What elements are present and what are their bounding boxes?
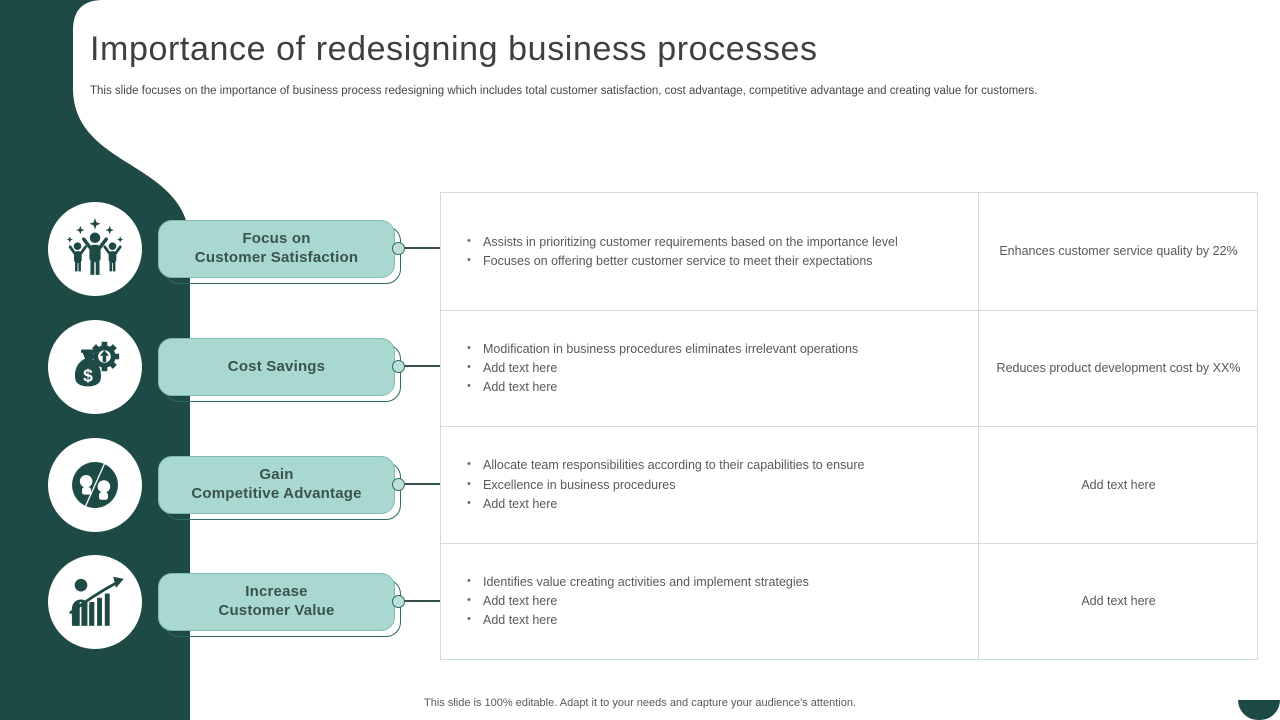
bullet-item: Assists in prioritizing customer require… <box>459 234 966 250</box>
connector-node <box>392 242 405 255</box>
pill-fill-shape: Focus on Customer Satisfaction <box>158 220 395 278</box>
slide-subtitle: This slide focuses on the importance of … <box>90 85 1038 97</box>
bullet-item[interactable]: Add text here <box>459 379 966 395</box>
connector-node <box>392 595 405 608</box>
corner-accent-shape <box>1238 700 1280 720</box>
bullet-item[interactable]: Add text here <box>459 360 966 376</box>
connector-line <box>401 600 441 602</box>
table-cell-bullets: Allocate team responsibilities according… <box>441 426 978 543</box>
pill-label: Gain Competitive Advantage <box>191 466 362 502</box>
footer-note: This slide is 100% editable. Adapt it to… <box>424 697 856 709</box>
bullet-list: Allocate team responsibilities according… <box>459 454 966 515</box>
bullet-item: Excellence in business procedures <box>459 477 966 493</box>
content-table: Assists in prioritizing customer require… <box>440 192 1258 660</box>
pill-increase-customer-value[interactable]: Increase Customer Value <box>150 570 405 644</box>
table-cell-outcome: Enhances customer service quality by 22% <box>978 193 1258 310</box>
page-title: Importance of redesigning business proce… <box>90 30 818 68</box>
table-cell-outcome[interactable]: Add text here <box>978 542 1258 659</box>
pill-label: Increase Customer Value <box>218 583 335 619</box>
customer-value-icon <box>48 555 142 649</box>
bullet-list: Modification in business procedures elim… <box>459 338 966 399</box>
pill-gain-competitive-advantage[interactable]: Gain Competitive Advantage <box>150 453 405 527</box>
bullet-item[interactable]: Add text here <box>459 496 966 512</box>
bullet-item: Focuses on offering better customer serv… <box>459 253 966 269</box>
connector-node <box>392 478 405 491</box>
svg-text:$: $ <box>83 366 93 386</box>
bullet-item: Allocate team responsibilities according… <box>459 457 966 473</box>
bullet-item: Identifies value creating activities and… <box>459 574 966 590</box>
connector-node <box>392 360 405 373</box>
connector-line <box>401 483 441 485</box>
bullet-list: Identifies value creating activities and… <box>459 571 966 632</box>
customer-satisfaction-icon <box>48 202 142 296</box>
bullet-list: Assists in prioritizing customer require… <box>459 231 966 273</box>
pill-focus-customer-satisfaction[interactable]: Focus on Customer Satisfaction <box>150 217 405 291</box>
bullet-item[interactable]: Add text here <box>459 612 966 628</box>
bullet-item: Modification in business procedures elim… <box>459 341 966 357</box>
connector-line <box>401 247 441 249</box>
pill-label: Cost Savings <box>227 357 326 375</box>
pill-fill-shape: Gain Competitive Advantage <box>158 456 395 514</box>
pill-cost-savings[interactable]: Cost Savings <box>150 335 405 409</box>
table-cell-outcome: Reduces product development cost by XX% <box>978 309 1258 426</box>
competitive-advantage-icon <box>48 438 142 532</box>
pill-fill-shape: Cost Savings <box>158 338 395 396</box>
pill-fill-shape: Increase Customer Value <box>158 573 395 631</box>
pill-label: Focus on Customer Satisfaction <box>194 230 359 266</box>
connector-line <box>401 365 441 367</box>
table-cell-outcome[interactable]: Add text here <box>978 426 1258 543</box>
table-cell-bullets: Modification in business procedures elim… <box>441 309 978 427</box>
table-cell-bullets: Assists in prioritizing customer require… <box>441 193 978 310</box>
cost-savings-icon: $ <box>48 320 142 414</box>
table-cell-bullets: Identifies value creating activities and… <box>441 542 978 660</box>
bullet-item[interactable]: Add text here <box>459 593 966 609</box>
